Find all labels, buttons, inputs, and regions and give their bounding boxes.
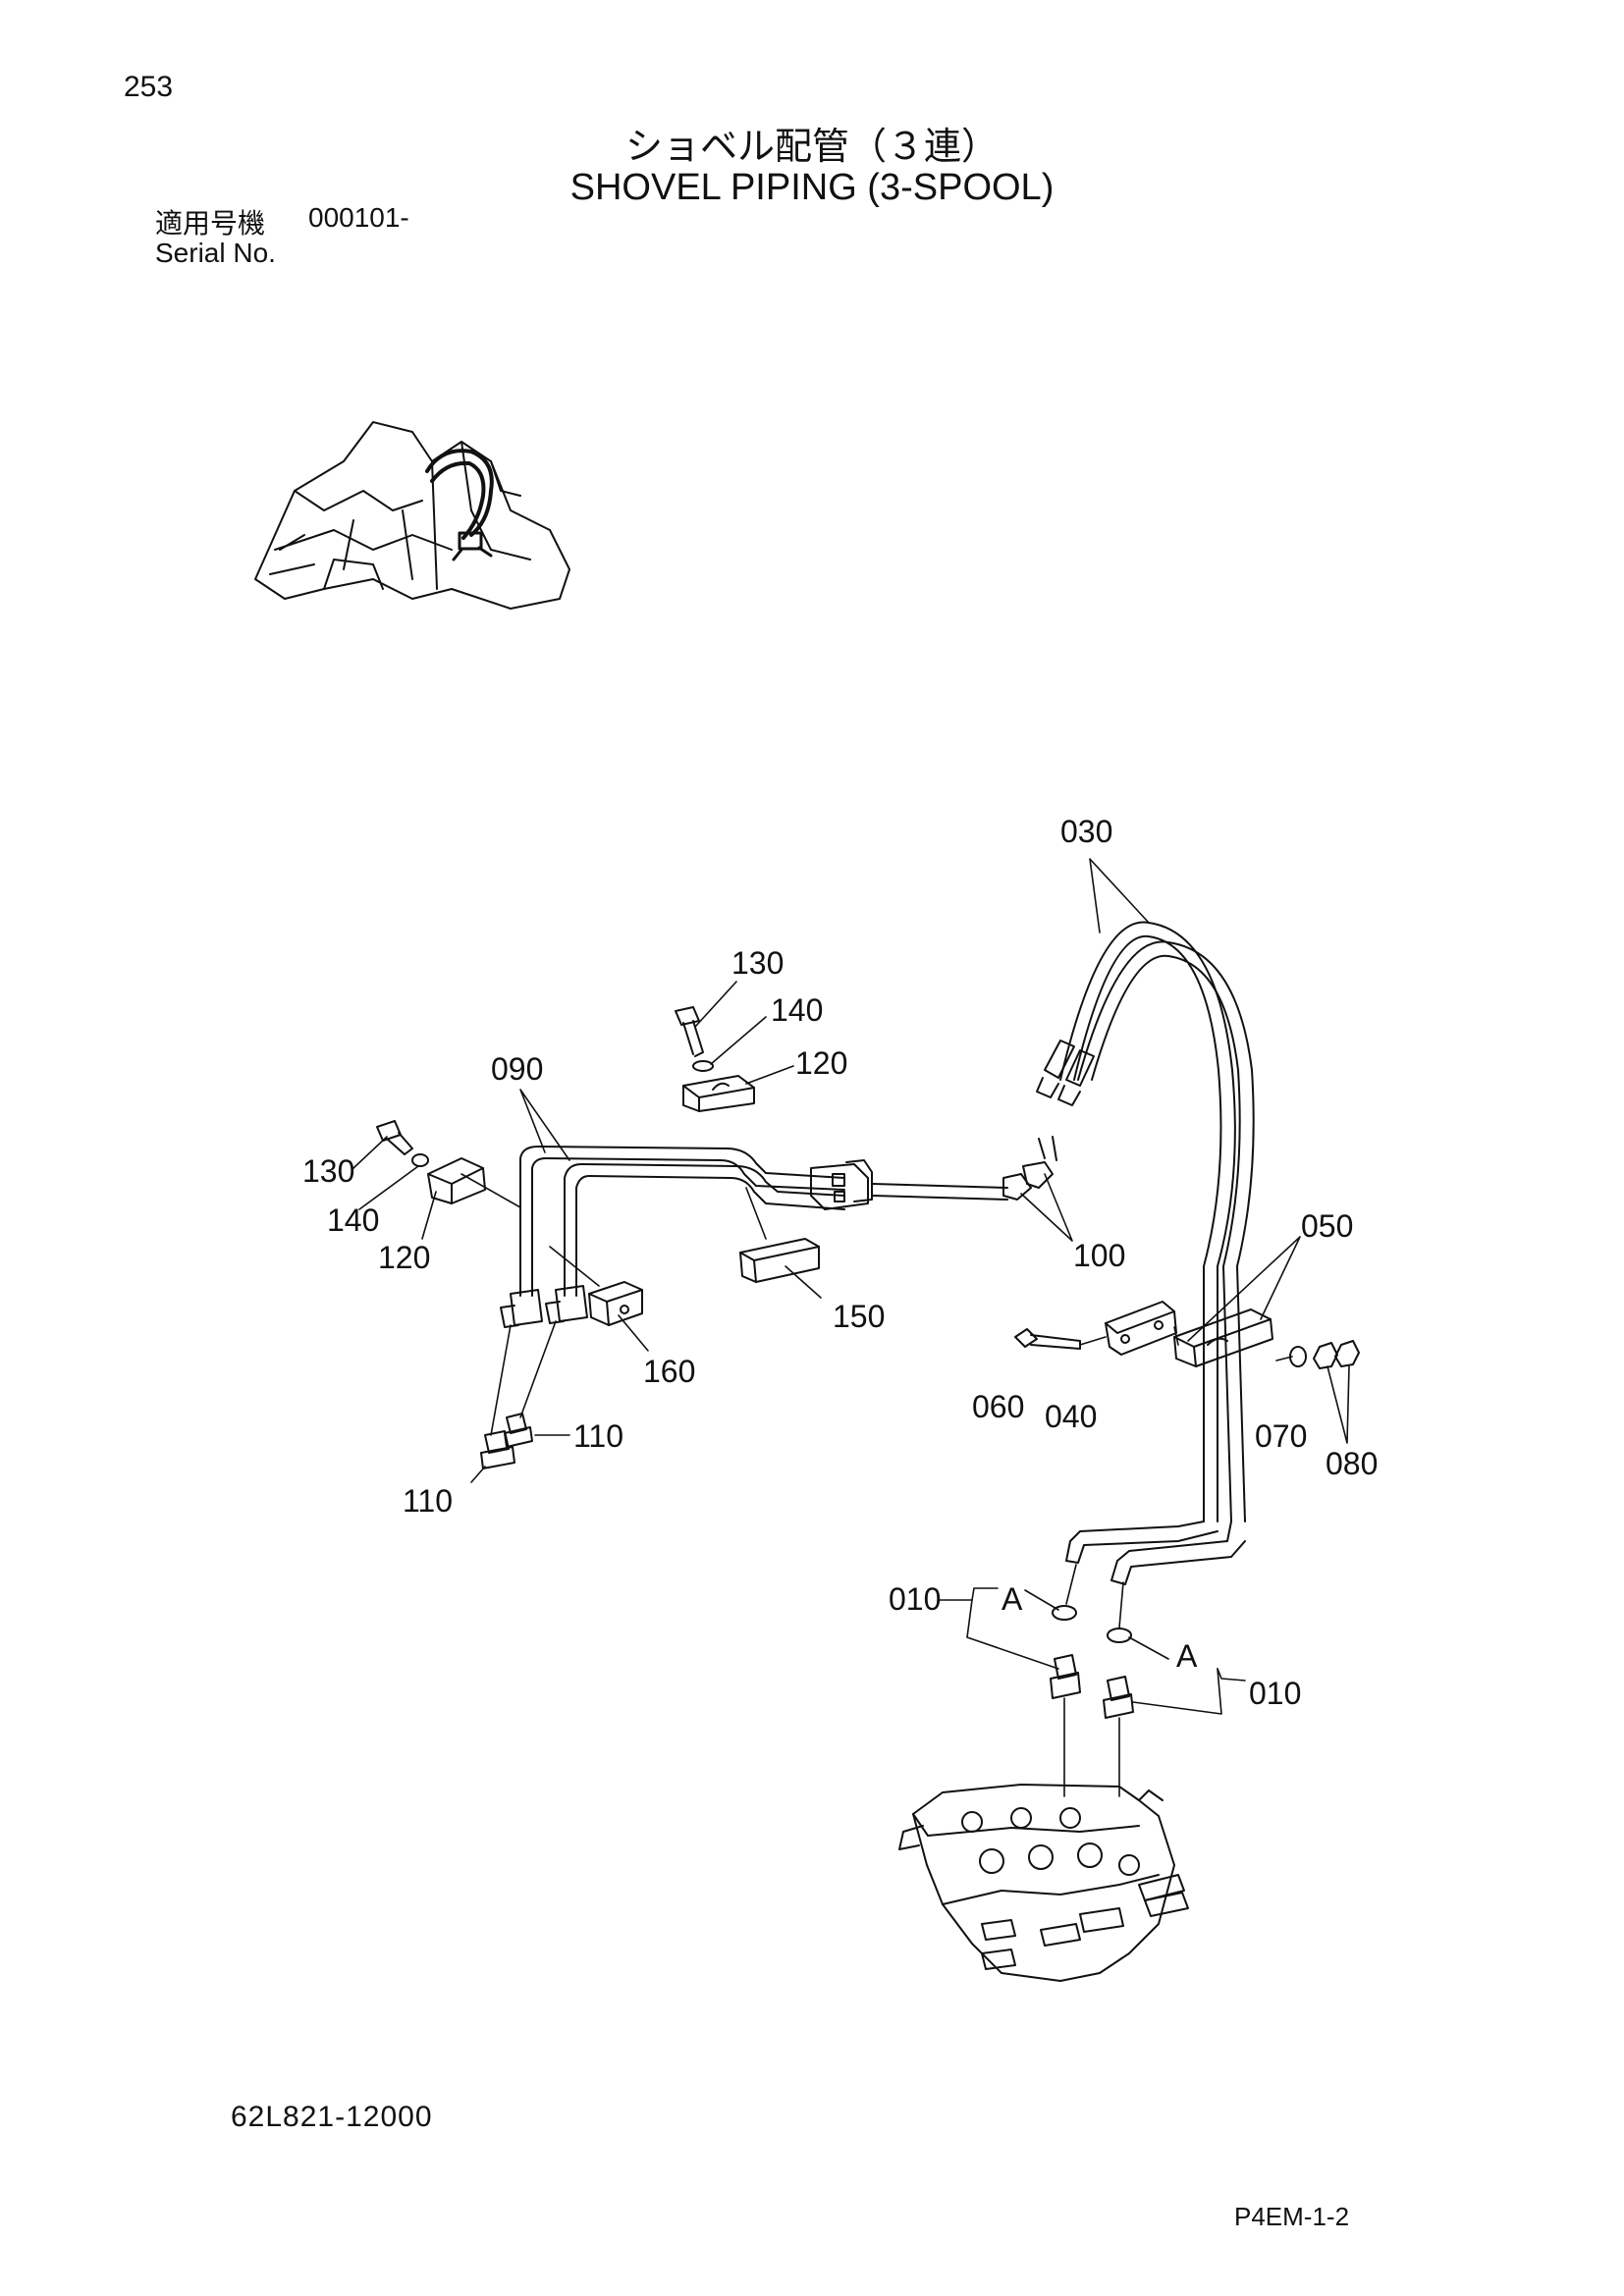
callout-140-upper: 140 — [771, 992, 823, 1028]
callout-a-right: A — [1176, 1638, 1198, 1674]
callout-060: 060 — [972, 1389, 1024, 1424]
block-150 — [739, 1238, 820, 1283]
washer-140-lower — [411, 1153, 429, 1167]
plate-040 — [1105, 1301, 1177, 1356]
callout-120-lower: 120 — [378, 1240, 430, 1275]
callout-100: 100 — [1073, 1238, 1125, 1273]
hose-030 — [1036, 921, 1255, 1585]
page-reference: P4EM-1-2 — [1234, 2202, 1350, 2231]
washer-140-upper — [692, 1060, 714, 1072]
clamp-050 — [1173, 1308, 1273, 1367]
callout-070: 070 — [1255, 1418, 1307, 1454]
drawing-number: 62L821-12000 — [231, 2101, 433, 2133]
bolt-060 — [1014, 1328, 1081, 1350]
callout-120-upper: 120 — [795, 1045, 847, 1081]
clamp-120-upper — [682, 1075, 755, 1112]
callout-labels: 030 130 140 120 090 130 140 120 100 050 … — [302, 814, 1378, 1711]
plug-110 — [480, 1413, 533, 1469]
tube-to-adapter — [871, 1183, 1008, 1201]
callout-090: 090 — [491, 1051, 543, 1087]
serial-label-english: Serial No. — [155, 238, 276, 268]
callout-150: 150 — [833, 1299, 885, 1334]
control-valve — [898, 1784, 1189, 1982]
callout-110-left: 110 — [403, 1483, 453, 1519]
clamp-120-lower — [427, 1157, 486, 1204]
serial-label-japanese: 適用号機 — [155, 207, 266, 240]
callout-080: 080 — [1326, 1446, 1378, 1481]
callout-030: 030 — [1060, 814, 1112, 849]
page-number: 253 — [124, 71, 174, 103]
bolt-130-lower — [376, 1120, 413, 1155]
serial-number-value: 000101- — [308, 202, 409, 233]
callout-010-left: 010 — [889, 1581, 941, 1617]
adapter-100 — [1002, 1136, 1057, 1201]
bolt-130-upper — [675, 1006, 704, 1057]
callout-140-lower: 140 — [327, 1202, 379, 1238]
callout-040: 040 — [1045, 1399, 1097, 1434]
callout-130-upper: 130 — [731, 945, 784, 981]
o-ring-010 — [1052, 1605, 1132, 1643]
nut-080 — [1313, 1340, 1360, 1369]
pipe-090 — [500, 1146, 873, 1328]
callout-110-right: 110 — [573, 1418, 623, 1454]
adapter-010 — [1050, 1654, 1134, 1719]
callout-010-right: 010 — [1249, 1676, 1301, 1711]
machine-overview-thumbnail — [254, 421, 570, 610]
callout-160: 160 — [643, 1354, 695, 1389]
block-160 — [588, 1281, 643, 1326]
page-title-english: SHOVEL PIPING (3-SPOOL) — [569, 167, 1055, 208]
page-title-japanese: ショベル配管（３連） — [624, 125, 999, 168]
callout-050: 050 — [1301, 1208, 1353, 1244]
callout-130-lower: 130 — [302, 1153, 354, 1189]
leader-lines — [352, 858, 1350, 1797]
callout-a-left: A — [1001, 1581, 1023, 1617]
